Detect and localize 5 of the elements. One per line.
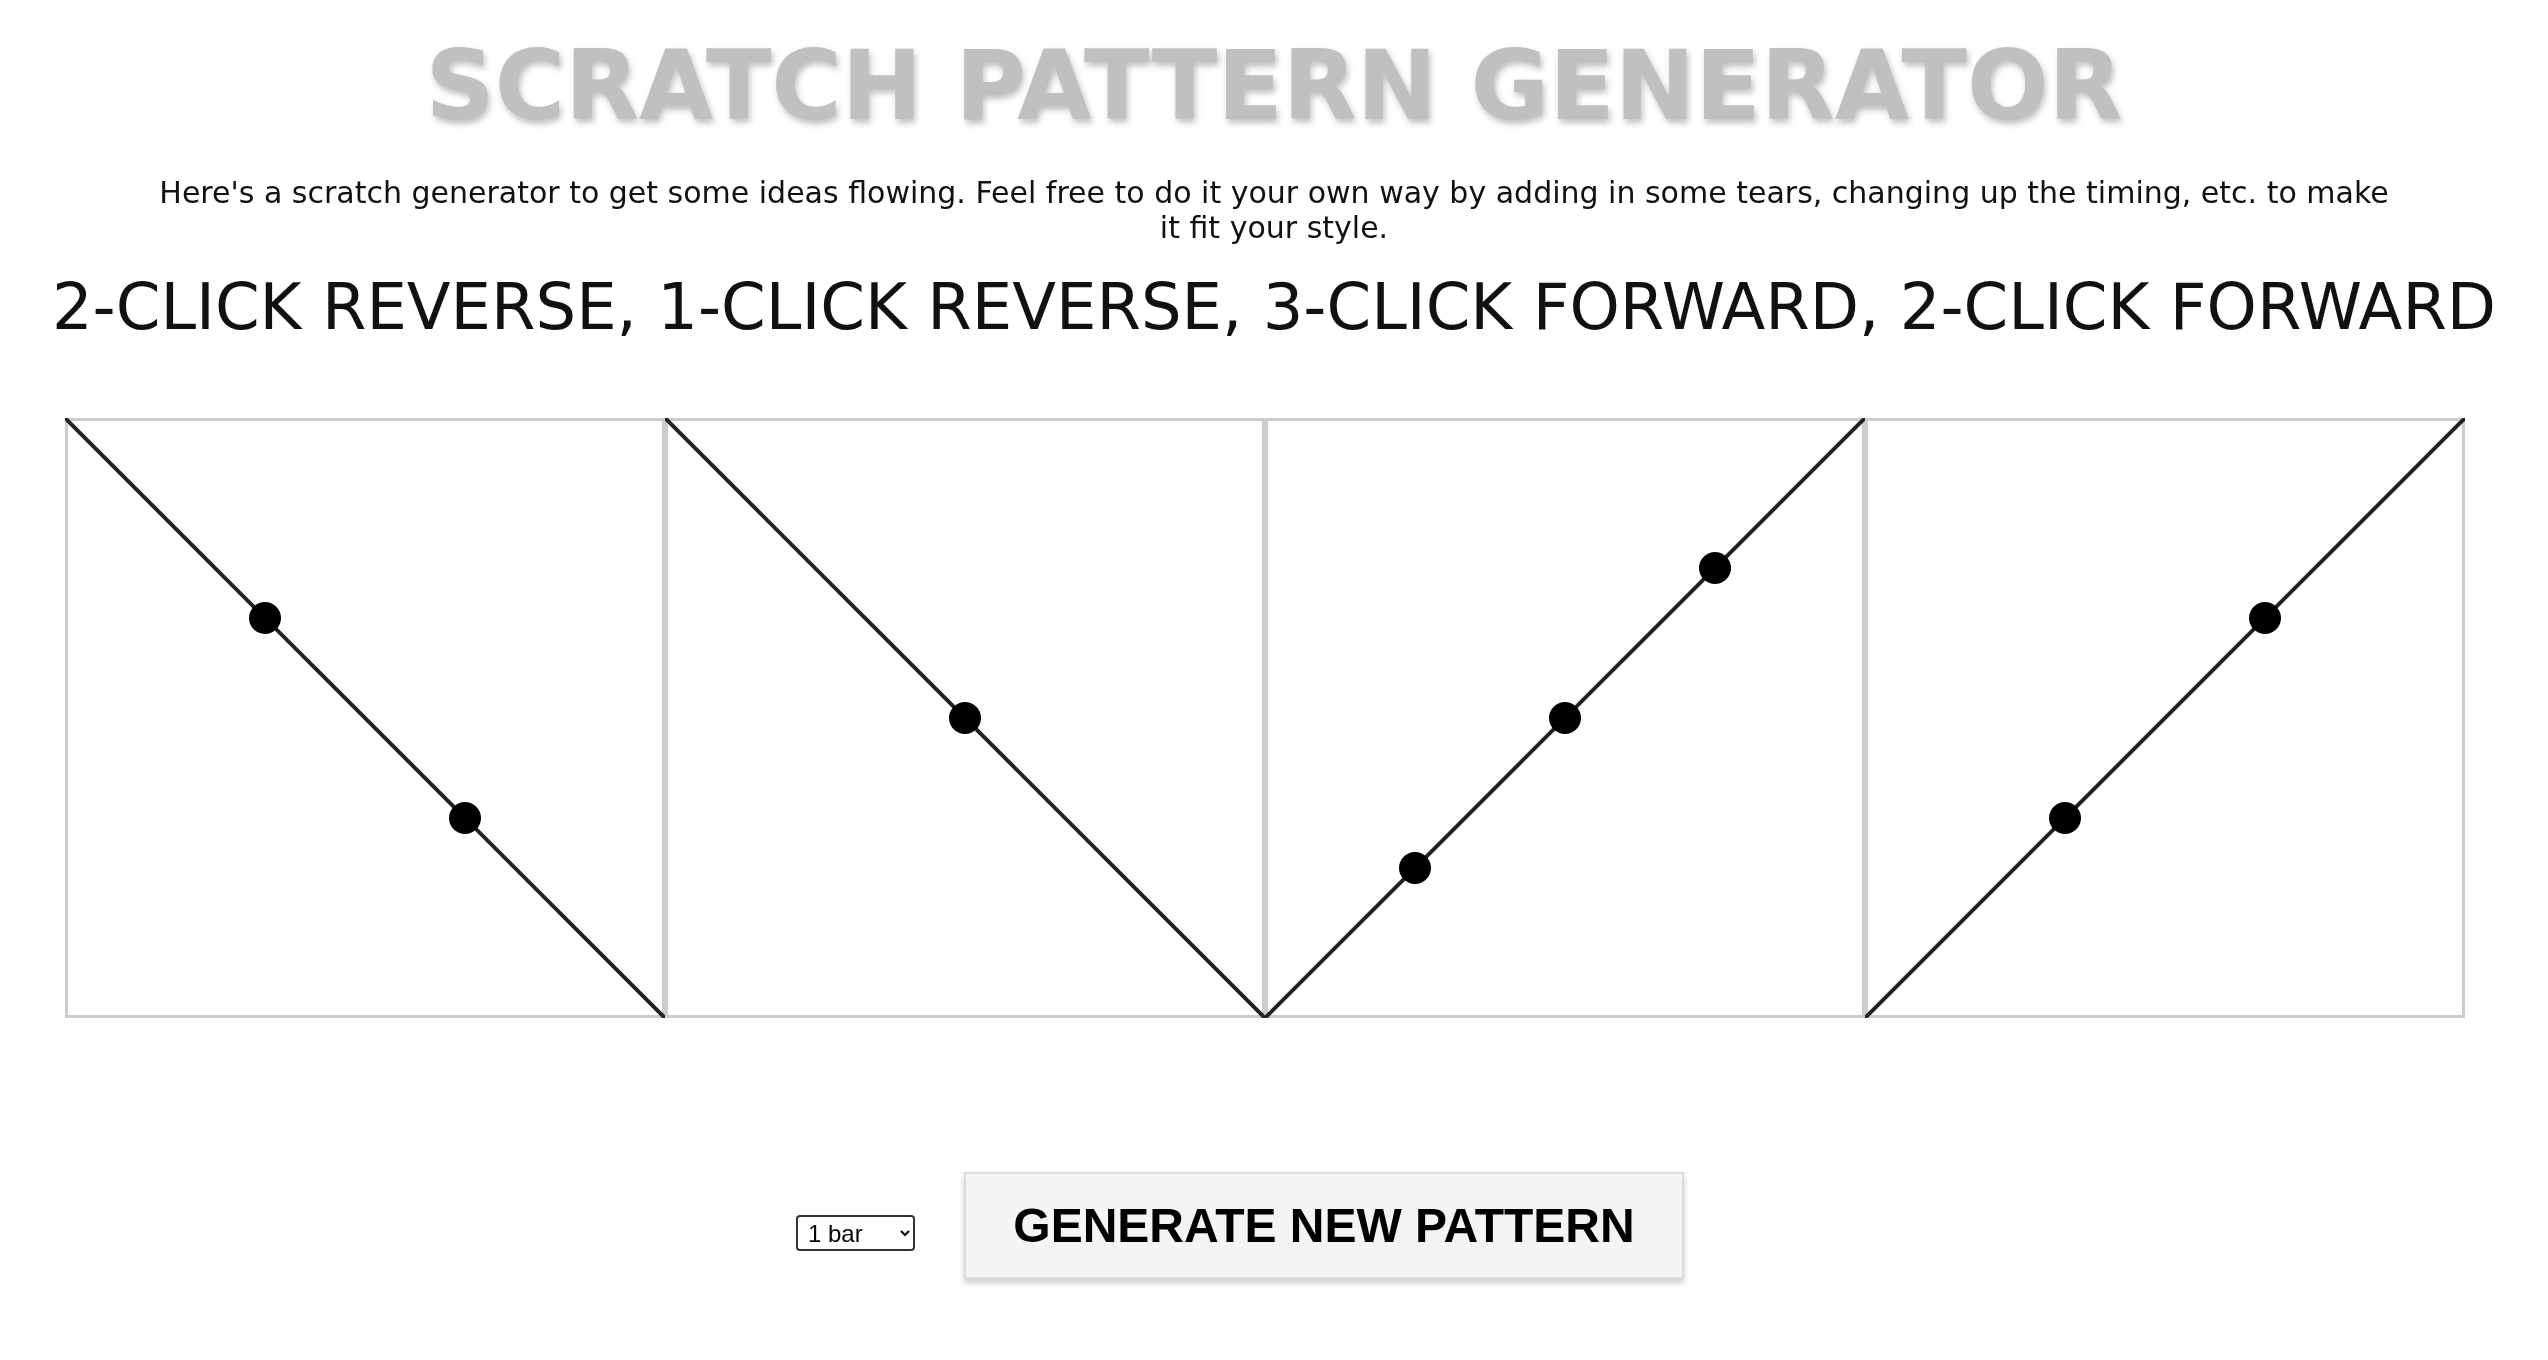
- generate-button: GENERATE NEW PATTERN: [964, 1172, 1684, 1279]
- description-text: Here's a scratch generator to get some ideas flowing. Feel free to do it your own way by adding in some tears, changing up the timing, etc. to make it fit your style.: [158, 175, 2390, 245]
- pattern-heading: 2-CLICK REVERSE, 1-CLICK REVERSE, 3-CLICK FORWARD, 2-CLICK FORWARD: [50, 270, 2498, 344]
- bars-select: 1 bar: [796, 1215, 915, 1251]
- page-title: SCRATCH PATTERN GENERATOR: [424, 30, 2124, 142]
